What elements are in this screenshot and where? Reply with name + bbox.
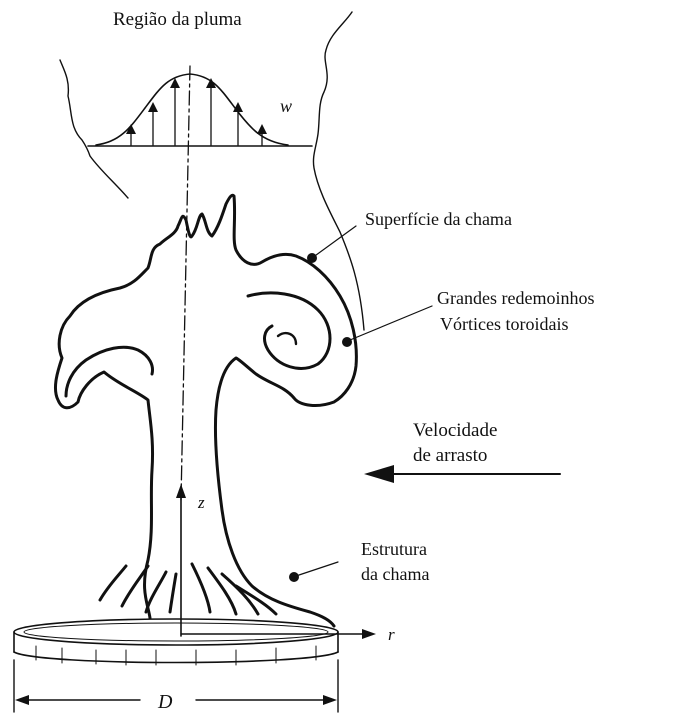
centerline xyxy=(181,66,190,500)
drag-velocity-arrowhead xyxy=(364,465,394,483)
flame-structure-label-line1: Estrutura xyxy=(361,539,427,559)
gaussian-profile-curve xyxy=(96,74,288,145)
toroidal-vortices-label: Vórtices toroidais xyxy=(440,314,568,334)
large-eddies-label: Grandes redemoinhos xyxy=(437,288,594,308)
w-label: w xyxy=(280,96,292,116)
plume-region-label: Região da pluma xyxy=(113,9,242,30)
eddies-dot xyxy=(342,337,352,347)
flame-structure-label-line2: da chama xyxy=(361,564,429,584)
drag-velocity-label-line1: Velocidade xyxy=(413,420,497,441)
D-label: D xyxy=(157,691,173,713)
flame-structure-leader xyxy=(296,562,338,576)
vortex-curl-right-small xyxy=(278,333,296,344)
flame-structure-strands xyxy=(100,564,276,614)
z-label: z xyxy=(197,493,205,512)
vortex-curl-left xyxy=(66,347,152,396)
flame-surface-leader xyxy=(312,226,356,258)
vortex-curl-right xyxy=(248,293,330,368)
burner-pan xyxy=(14,619,338,665)
r-label: r xyxy=(388,625,395,644)
r-axis-arrowhead xyxy=(362,629,376,639)
plume-boundary-left xyxy=(60,60,128,198)
flame-surface-label: Superfície da chama xyxy=(365,209,512,229)
flame-structure-dot xyxy=(289,572,299,582)
plume-boundary-right xyxy=(313,12,364,330)
flame-surface-dot xyxy=(307,253,317,263)
z-axis-arrowhead xyxy=(176,484,186,498)
drag-velocity-label-line2: de arrasto xyxy=(413,445,487,466)
velocity-arrows xyxy=(126,78,267,145)
dimension-D xyxy=(14,660,338,712)
